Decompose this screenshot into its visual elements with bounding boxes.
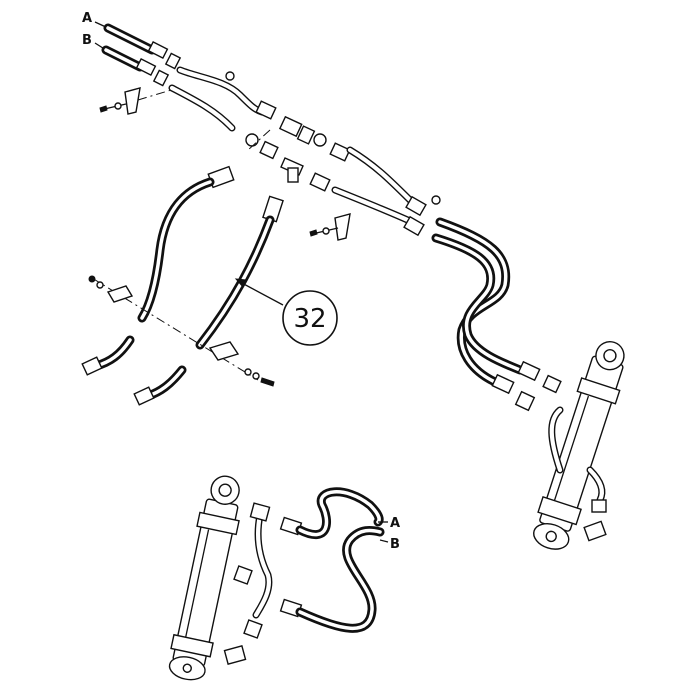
bottom-label-a: A <box>390 516 400 531</box>
pipe-clamp-top-left <box>99 87 179 115</box>
rigid-pipe-upper <box>168 66 266 132</box>
supply-line-a <box>94 21 182 70</box>
hydraulic-cylinder-right <box>533 340 625 550</box>
callout-32: 32 <box>234 278 338 346</box>
cylinder-right-pipe <box>548 406 607 542</box>
pipe-clamp-center <box>309 213 351 241</box>
fitting-cluster-center <box>245 100 351 192</box>
hydraulic-cylinder-left <box>168 475 240 681</box>
top-label-a: A <box>82 11 92 26</box>
bottom-label-b: B <box>390 537 400 552</box>
cylinder-left-pipework <box>223 502 273 665</box>
rigid-pipe-right <box>331 146 441 237</box>
hose-pair-lower <box>279 487 389 633</box>
supply-line-b <box>94 42 170 87</box>
hose-pair-right <box>431 217 562 412</box>
hose-32 <box>133 195 284 406</box>
top-label-b: B <box>82 33 92 48</box>
callout-number: 32 <box>293 304 326 334</box>
hose-left-long <box>81 165 235 376</box>
hose-clamps-left <box>88 275 275 387</box>
